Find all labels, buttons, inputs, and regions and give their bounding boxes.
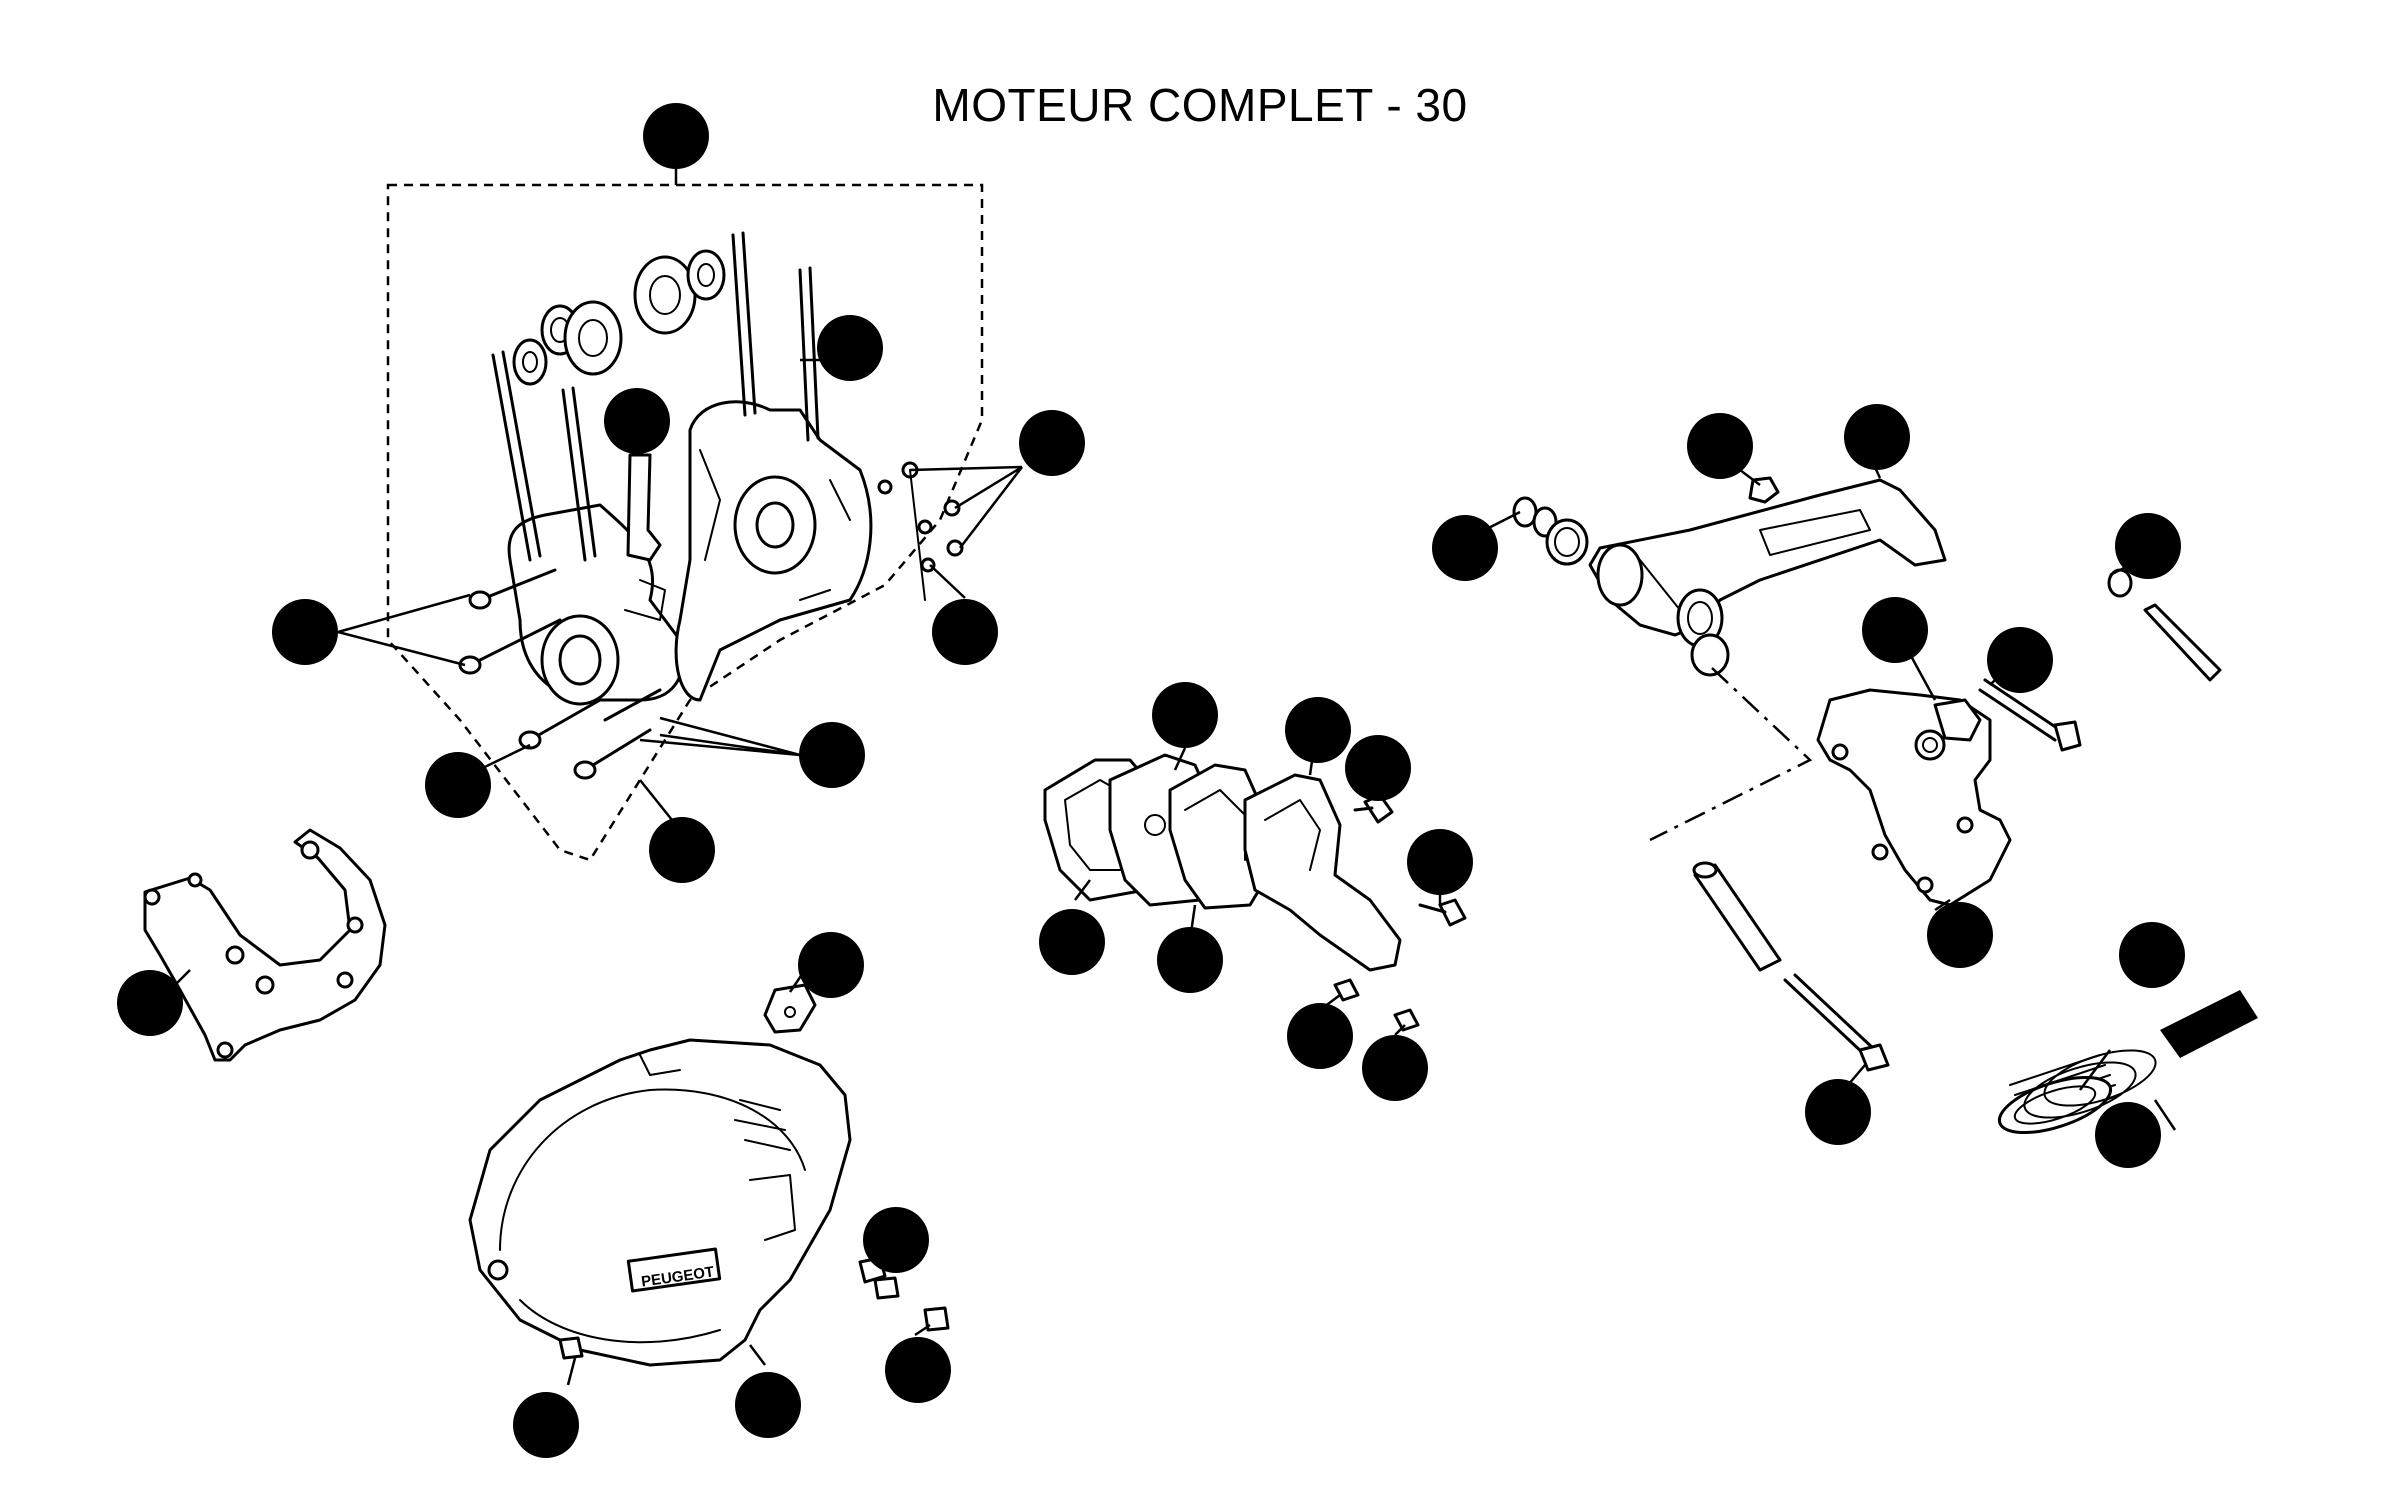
callout-dot-icon xyxy=(1287,1003,1353,1069)
intake-group xyxy=(1043,739,1467,1036)
callout-dot-icon xyxy=(1805,1079,1871,1145)
callout-dot-icon xyxy=(1844,404,1910,470)
callout-dot-icon xyxy=(604,388,670,454)
callout-dot-icon xyxy=(649,817,715,883)
callout-dot-icon xyxy=(1157,927,1223,993)
callout-dot-icon xyxy=(643,103,709,169)
callout-dot-icon xyxy=(1152,682,1218,748)
callout-dot-icon xyxy=(513,1392,579,1458)
callout-dot-icon xyxy=(1432,515,1498,581)
diagram-title: MOTEUR COMPLET - 30 xyxy=(932,79,1468,131)
callout-dot-icon xyxy=(932,599,998,665)
callout-markers xyxy=(117,103,2185,1458)
callout-dot-icon xyxy=(2119,922,2185,988)
callout-dot-icon xyxy=(1362,1035,1428,1101)
callout-dot-icon xyxy=(799,722,865,788)
crankcase-group xyxy=(337,140,1023,862)
callout-dot-icon xyxy=(2115,513,2181,579)
callout-dot-icon xyxy=(1987,627,2053,693)
callout-dot-icon xyxy=(885,1337,951,1403)
callout-dot-icon xyxy=(1039,909,1105,975)
callout-dot-icon xyxy=(1019,410,1085,476)
callout-dot-icon xyxy=(863,1207,929,1273)
swingarm-group xyxy=(1464,434,2258,1135)
engine-bracket-group xyxy=(143,828,387,1062)
callout-dot-icon xyxy=(798,932,864,998)
callout-dot-icon xyxy=(2095,1102,2161,1168)
callout-dot-icon xyxy=(1345,735,1411,801)
callout-dot-icon xyxy=(1927,902,1993,968)
callout-dot-icon xyxy=(117,970,183,1036)
callout-dot-icon xyxy=(1407,829,1473,895)
callout-dot-icon xyxy=(1862,597,1928,663)
callout-dot-icon xyxy=(735,1372,801,1438)
callout-dot-icon xyxy=(1285,697,1351,763)
generator-cover-group: PEUGEOT xyxy=(468,969,950,1386)
callout-dot-icon xyxy=(272,599,338,665)
callout-dot-icon xyxy=(1687,413,1753,479)
callout-dot-icon xyxy=(817,315,883,381)
callout-dot-icon xyxy=(425,752,491,818)
